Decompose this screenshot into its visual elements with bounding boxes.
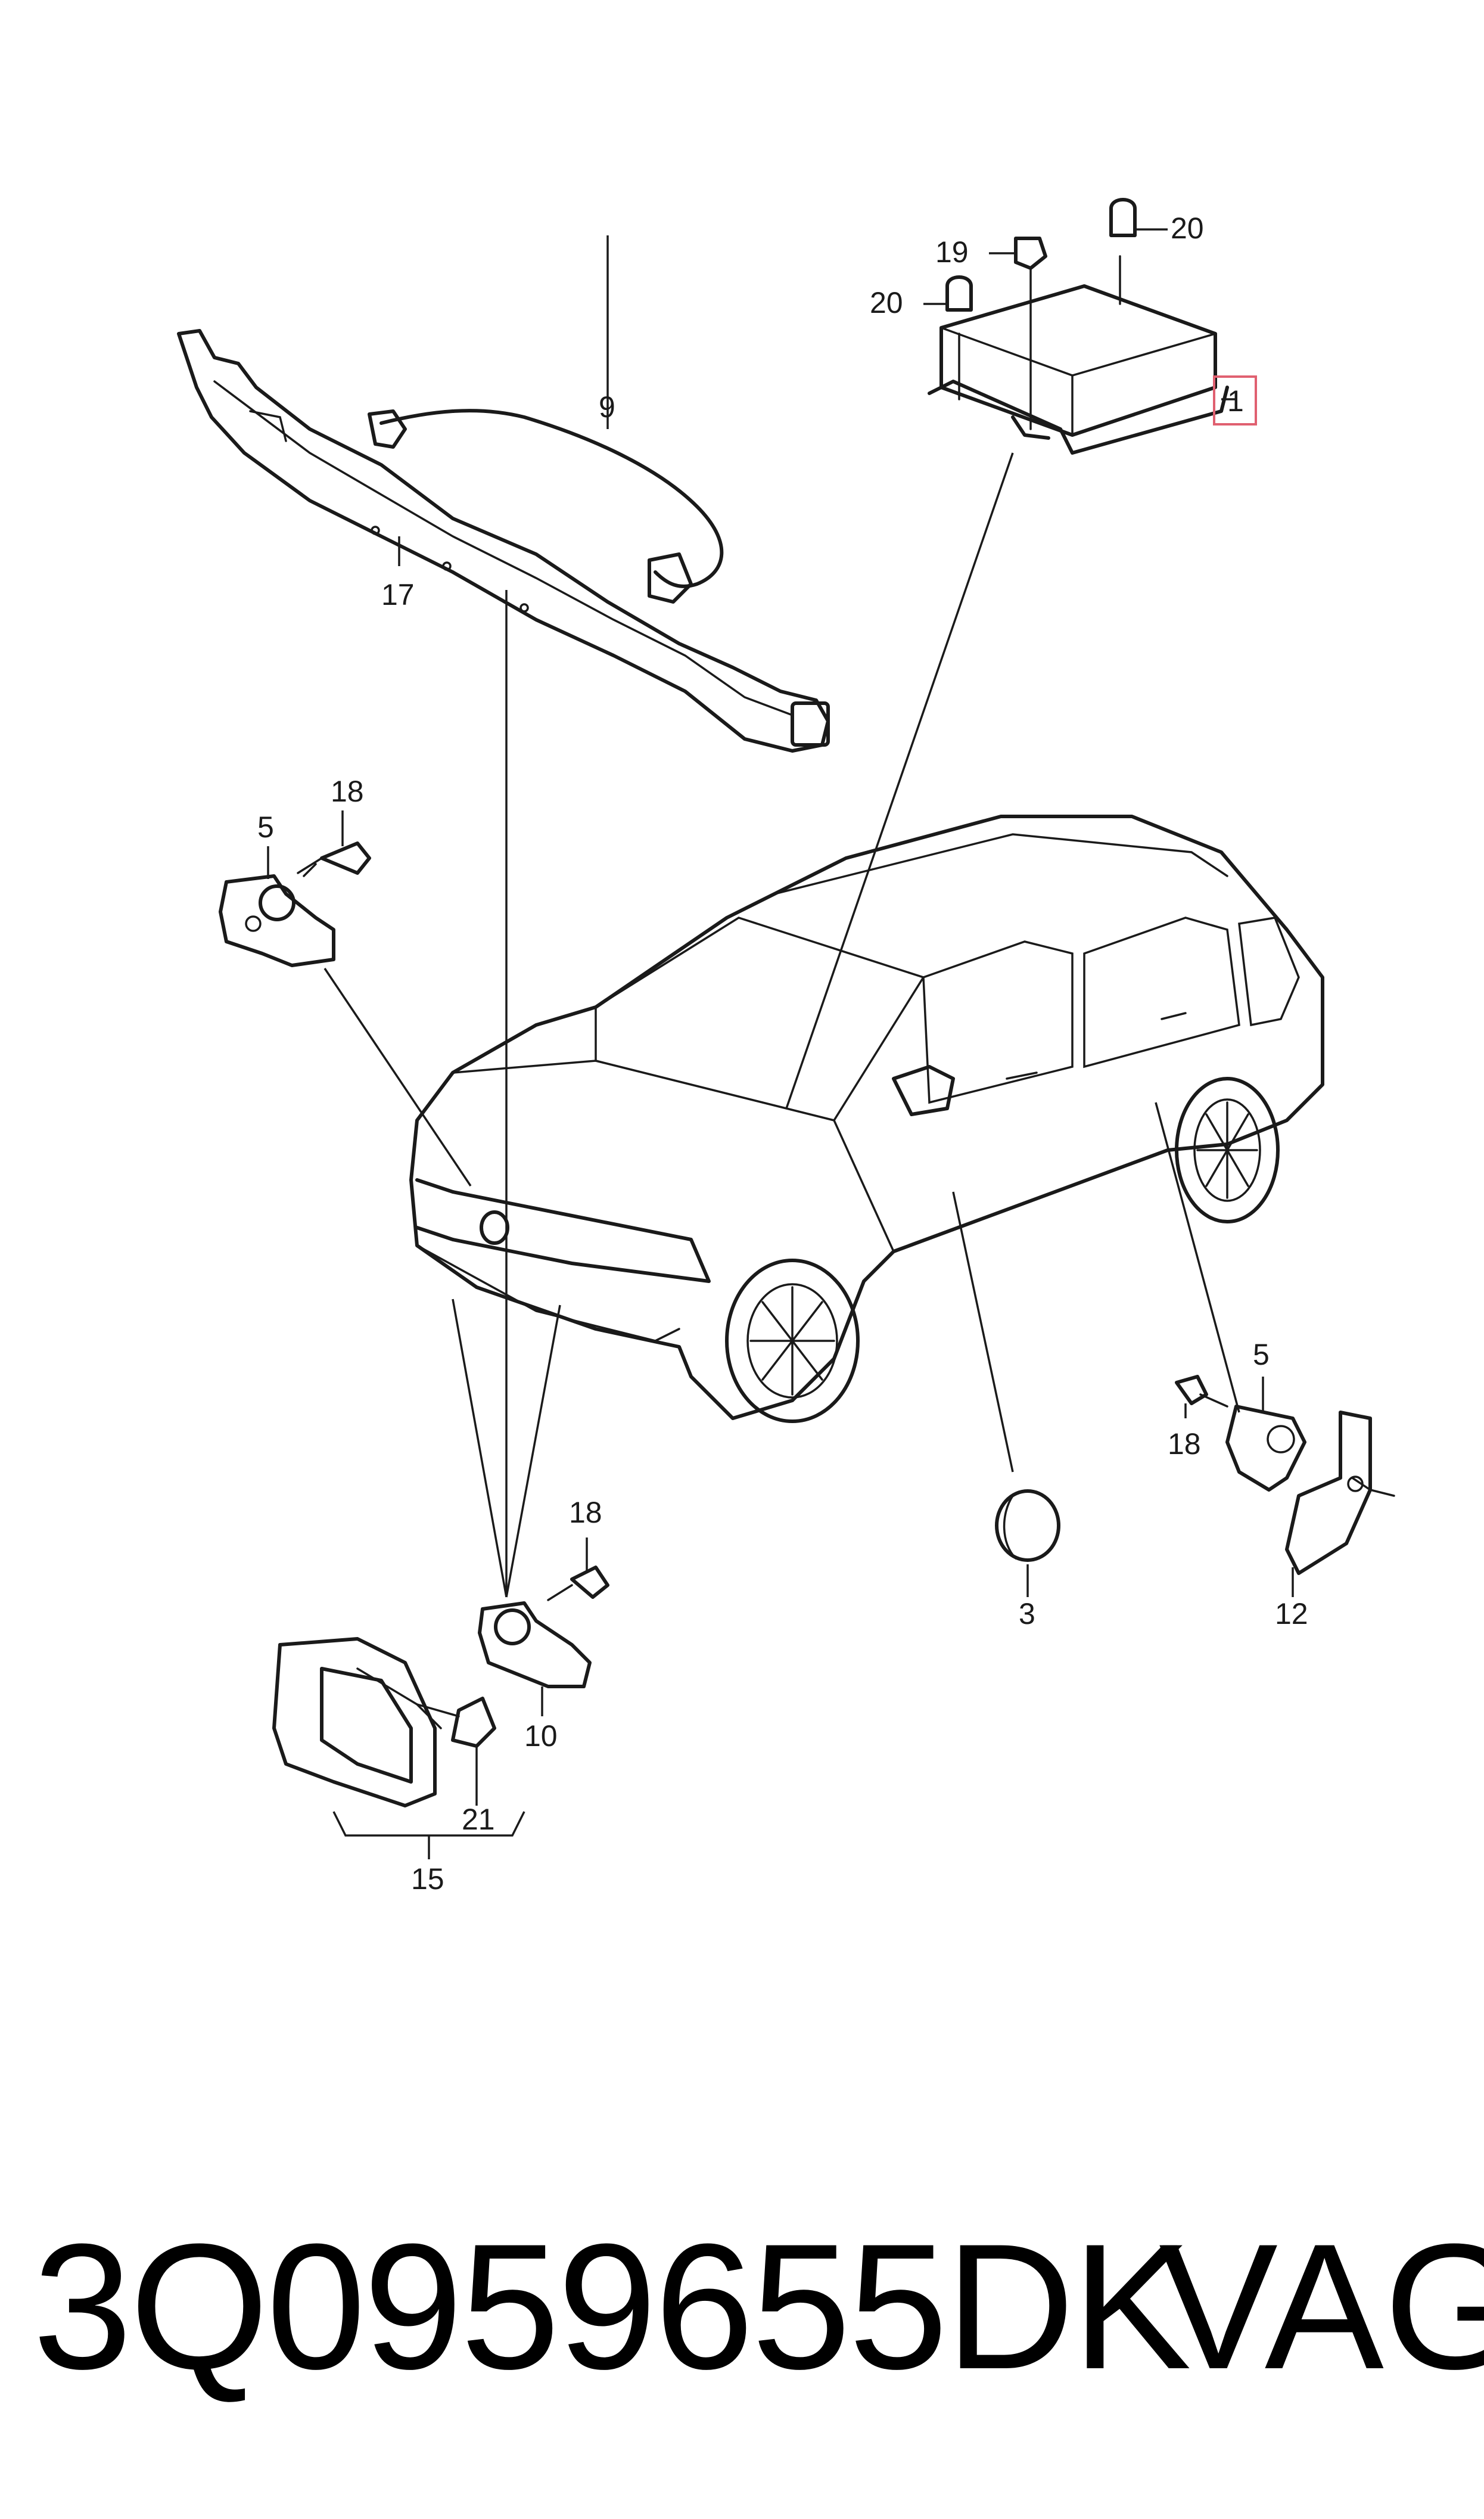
callout-17: 17	[381, 578, 415, 611]
callout-18-right: 18	[1168, 1427, 1201, 1461]
callout-20-left: 20	[870, 286, 903, 319]
part-15-housing	[272, 1637, 460, 1807]
callout-9: 9	[599, 390, 615, 424]
part-1-control-unit	[928, 255, 1229, 455]
part-10-sensor	[478, 1601, 592, 1688]
callout-18-lower: 18	[569, 1496, 602, 1529]
callout-3: 3	[1019, 1597, 1035, 1630]
part-20-nut-a	[945, 275, 973, 312]
callout-10: 10	[524, 1719, 558, 1753]
callout-1-highlight-box	[1213, 375, 1257, 425]
part-21-clip	[451, 1697, 496, 1748]
callout-15: 15	[411, 1862, 444, 1896]
callout-5-right: 5	[1253, 1338, 1270, 1371]
part-20-nut-b	[1109, 198, 1137, 237]
part-19-nut	[1014, 237, 1047, 270]
part-5-sensor-right	[1225, 1405, 1306, 1492]
part-18-bolt-b	[547, 1566, 609, 1601]
part-12-bracket	[1285, 1411, 1395, 1575]
brand-label: VAG	[1159, 2206, 1484, 2406]
part-number: 3Q0959655DK	[33, 2206, 1191, 2406]
vehicle-outline	[409, 815, 1324, 1423]
leader-lines	[267, 228, 1294, 1859]
callout-5-upper: 5	[257, 810, 274, 844]
callout-21: 21	[462, 1803, 495, 1836]
callout-12: 12	[1275, 1597, 1308, 1630]
part-18-bolt-a	[297, 841, 371, 877]
part-17-carrier	[177, 329, 830, 753]
part-18-bolt-c	[1175, 1375, 1228, 1408]
callout-20-right: 20	[1171, 212, 1204, 245]
callout-18-upper: 18	[331, 775, 364, 808]
callout-19: 19	[935, 235, 969, 269]
part-5-sensor-left	[219, 874, 335, 967]
part-3-cap	[995, 1489, 1060, 1562]
part-9-harness	[368, 409, 724, 604]
callout-1: 1	[1227, 384, 1244, 418]
